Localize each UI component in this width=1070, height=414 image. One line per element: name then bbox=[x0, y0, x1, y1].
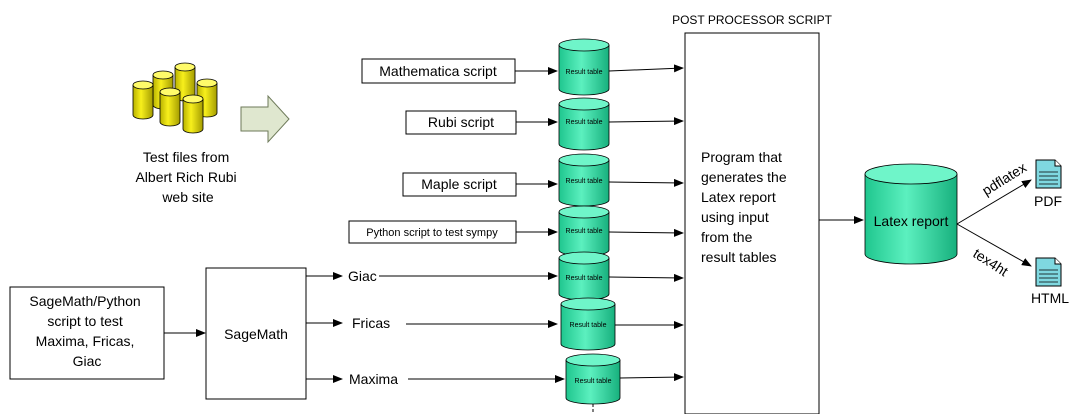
svg-text:Result table: Result table bbox=[570, 322, 607, 329]
python-script-box: Python script to test sympy bbox=[348, 220, 517, 244]
result-table-maple: Result table bbox=[558, 153, 610, 207]
pdf-document-icon bbox=[1035, 159, 1062, 189]
post-processor-box: Program that generates the Latex report … bbox=[684, 32, 820, 414]
rubi-script-label: Rubi script bbox=[428, 114, 494, 130]
rubi-script-box: Rubi script bbox=[405, 110, 517, 135]
test-files-icon bbox=[132, 62, 218, 134]
sagemath-input-box: SageMath/Python script to test Maxima, F… bbox=[9, 286, 165, 380]
result-table-mathematica: Result table bbox=[558, 38, 610, 96]
block-arrow-icon bbox=[240, 94, 290, 144]
test-files-caption: Test files from Albert Rich Rubi web sit… bbox=[135, 149, 240, 205]
html-label: HTML bbox=[1031, 290, 1069, 306]
svg-text:Result table: Result table bbox=[575, 378, 612, 385]
fricas-label: Fricas bbox=[352, 315, 390, 331]
svg-text:Result table: Result table bbox=[566, 178, 603, 185]
result-table-sympy: Result table bbox=[558, 205, 610, 257]
latex-report-cylinder: Latex report bbox=[864, 163, 958, 265]
pdflatex-label: pdflatex bbox=[979, 159, 1029, 199]
result-table-rubi: Result table bbox=[558, 97, 610, 151]
mathematica-script-box: Mathematica script bbox=[361, 58, 516, 84]
svg-text:Result table: Result table bbox=[566, 119, 603, 126]
sagemath-input-label: SageMath/Python script to test Maxima, F… bbox=[29, 293, 144, 369]
maxima-label: Maxima bbox=[349, 371, 398, 387]
latex-report-label: Latex report bbox=[874, 213, 949, 229]
pdf-label: PDF bbox=[1034, 193, 1062, 209]
result-table-fricas: Result table bbox=[560, 297, 616, 351]
giac-label: Giac bbox=[348, 268, 377, 284]
mathematica-script-label: Mathematica script bbox=[379, 63, 497, 79]
python-script-label: Python script to test sympy bbox=[366, 227, 498, 239]
result-table-giac: Result table bbox=[558, 251, 610, 301]
maple-script-label: Maple script bbox=[421, 176, 497, 192]
svg-text:Result table: Result table bbox=[566, 69, 603, 76]
svg-text:Result table: Result table bbox=[566, 275, 603, 282]
maple-script-box: Maple script bbox=[402, 172, 517, 197]
sagemath-box: SageMath bbox=[205, 267, 307, 400]
svg-text:Result table: Result table bbox=[566, 228, 603, 235]
result-table-maxima: Result table bbox=[565, 353, 621, 405]
html-document-icon bbox=[1035, 257, 1062, 287]
sagemath-label: SageMath bbox=[224, 326, 288, 342]
post-processor-title: POST PROCESSOR SCRIPT bbox=[672, 13, 832, 27]
processor-description: Program that generates the Latex report … bbox=[701, 149, 791, 265]
tex4ht-label: tex4ht bbox=[970, 245, 1011, 279]
